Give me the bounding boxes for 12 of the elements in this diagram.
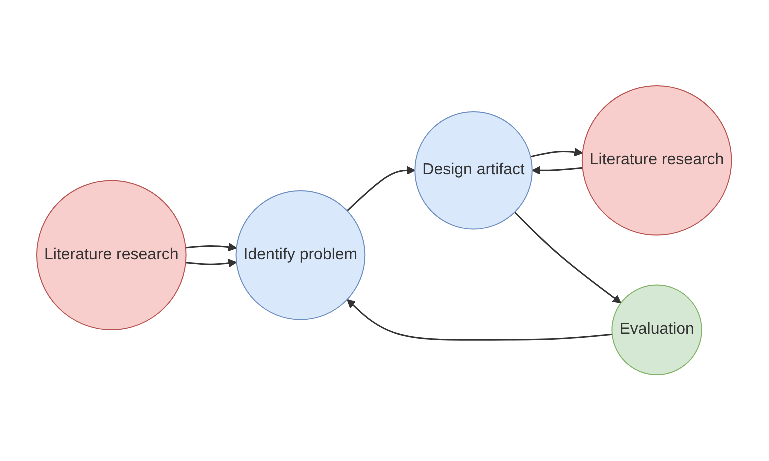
arrow [186, 259, 238, 268]
node-circle: Identify problem [236, 190, 366, 320]
arrow [347, 299, 613, 341]
node-circle: Design artifact [414, 112, 534, 230]
arrow [347, 166, 416, 212]
node-circle: Literature research [36, 180, 187, 331]
node-circle: Literature research [582, 85, 732, 236]
arrow [530, 148, 584, 158]
arrow [514, 212, 622, 304]
node-circle: Evaluation [612, 284, 703, 376]
arrow [186, 242, 238, 252]
arrow [532, 166, 583, 176]
